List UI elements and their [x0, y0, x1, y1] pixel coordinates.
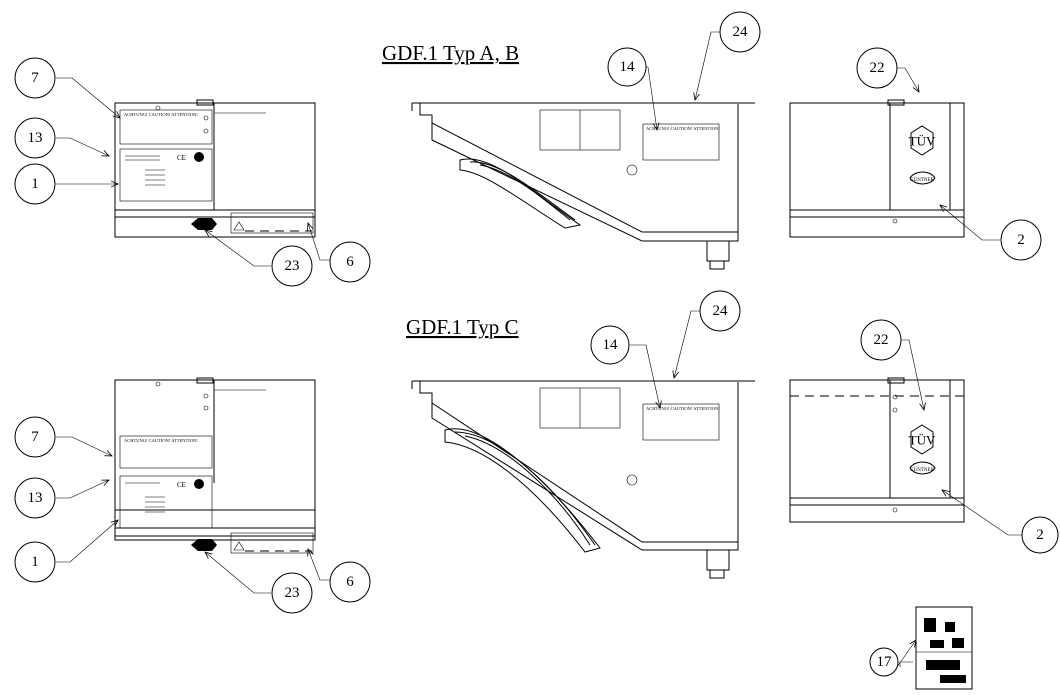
svg-text:ACHTUNG! CAUTION! ATTENTION!: ACHTUNG! CAUTION! ATTENTION!: [646, 126, 720, 131]
svg-text:7: 7: [31, 429, 39, 445]
svg-text:2: 2: [1017, 232, 1025, 248]
callout-6: 6: [329, 241, 371, 283]
callout-6: 6: [329, 561, 371, 603]
svg-text:24: 24: [713, 303, 729, 319]
drain-icon: [191, 218, 217, 230]
ce-mark: CE: [177, 154, 186, 162]
svg-text:13: 13: [28, 490, 43, 506]
svg-text:ACHTUNG! CAUTION! ATTENTION!: ACHTUNG! CAUTION! ATTENTION!: [124, 438, 198, 443]
callout-1: 1: [14, 163, 56, 205]
svg-text:6: 6: [346, 254, 354, 270]
callout-13: 13: [14, 477, 56, 519]
gunter-seal-icon: [194, 479, 204, 489]
warning-label-text: ACHTUNG! CAUTION! ATTENTION!: [124, 112, 198, 117]
callout-14: 14: [607, 47, 647, 87]
right-view-typ-ab: TÜV GÜNTNER: [789, 99, 965, 238]
side-view-typ-c: ACHTUNG! CAUTION! ATTENTION!: [411, 380, 755, 579]
svg-text:22: 22: [874, 332, 889, 348]
svg-text:24: 24: [733, 24, 749, 40]
heading-typ-c: GDF.1 Typ C: [406, 315, 519, 339]
warning-triangle-icon: [233, 541, 245, 551]
heading-typ-ab: GDF.1 Typ A, B: [382, 41, 519, 65]
tuv-hexagon-icon: [910, 424, 934, 455]
svg-text:7: 7: [31, 70, 39, 86]
gunter-seal-icon: [194, 152, 204, 162]
svg-text:CE: CE: [177, 481, 186, 489]
callout-7: 7: [14, 57, 56, 99]
svg-text:17: 17: [877, 654, 893, 670]
svg-text:14: 14: [620, 59, 636, 75]
tuv-mark: TÜV: [909, 134, 936, 149]
callout-22: 22: [856, 47, 898, 89]
callout-2: 2: [1021, 516, 1059, 554]
callout-7: 7: [14, 416, 56, 458]
callout-2: 2: [1000, 219, 1042, 261]
svg-text:13: 13: [28, 130, 43, 146]
warning-label: [119, 435, 213, 469]
right-view-typ-c: TÜV GÜNTNER: [789, 377, 965, 523]
tuv-hexagon-icon: [910, 125, 934, 156]
warning-label: [119, 109, 213, 145]
callout-1: 1: [14, 541, 56, 583]
nameplate: [119, 148, 213, 202]
svg-text:23: 23: [285, 258, 300, 274]
svg-text:23: 23: [285, 585, 300, 601]
callout-17: 17: [869, 647, 899, 677]
svg-text:ACHTUNG! CAUTION! ATTENTION!: ACHTUNG! CAUTION! ATTENTION!: [646, 406, 720, 411]
svg-text:GÜNTNER: GÜNTNER: [910, 177, 935, 183]
svg-text:22: 22: [870, 60, 885, 76]
warning-triangle-icon: [233, 221, 245, 231]
manual-booklet-icon: [915, 606, 973, 690]
svg-text:1: 1: [31, 176, 39, 192]
gunter-logo-icon: [909, 171, 936, 185]
callout-23: 23: [271, 245, 313, 287]
callout-13: 13: [14, 117, 56, 159]
callout-22: 22: [860, 319, 902, 361]
callout-24: 24: [699, 290, 741, 332]
svg-text:14: 14: [603, 337, 619, 353]
side-view-typ-ab: ACHTUNG! CAUTION! ATTENTION!: [411, 102, 755, 270]
svg-text:1: 1: [31, 554, 39, 570]
leader-lines: [56, 31, 1025, 668]
callout-14: 14: [590, 325, 630, 365]
callout-23: 23: [271, 572, 313, 614]
svg-text:GÜNTNER: GÜNTNER: [910, 467, 935, 473]
warning-sticker: [230, 532, 314, 554]
front-view-typ-ab: ACHTUNG! CAUTION! ATTENTION! CE: [114, 99, 316, 238]
callout-24: 24: [719, 11, 761, 53]
gunter-logo-icon: [909, 461, 936, 475]
drain-icon: [191, 539, 217, 551]
front-view-typ-c: ACHTUNG! CAUTION! ATTENTION! CE: [114, 377, 316, 554]
svg-text:2: 2: [1036, 527, 1044, 543]
svg-text:TÜV: TÜV: [909, 433, 936, 448]
svg-text:6: 6: [346, 574, 354, 590]
